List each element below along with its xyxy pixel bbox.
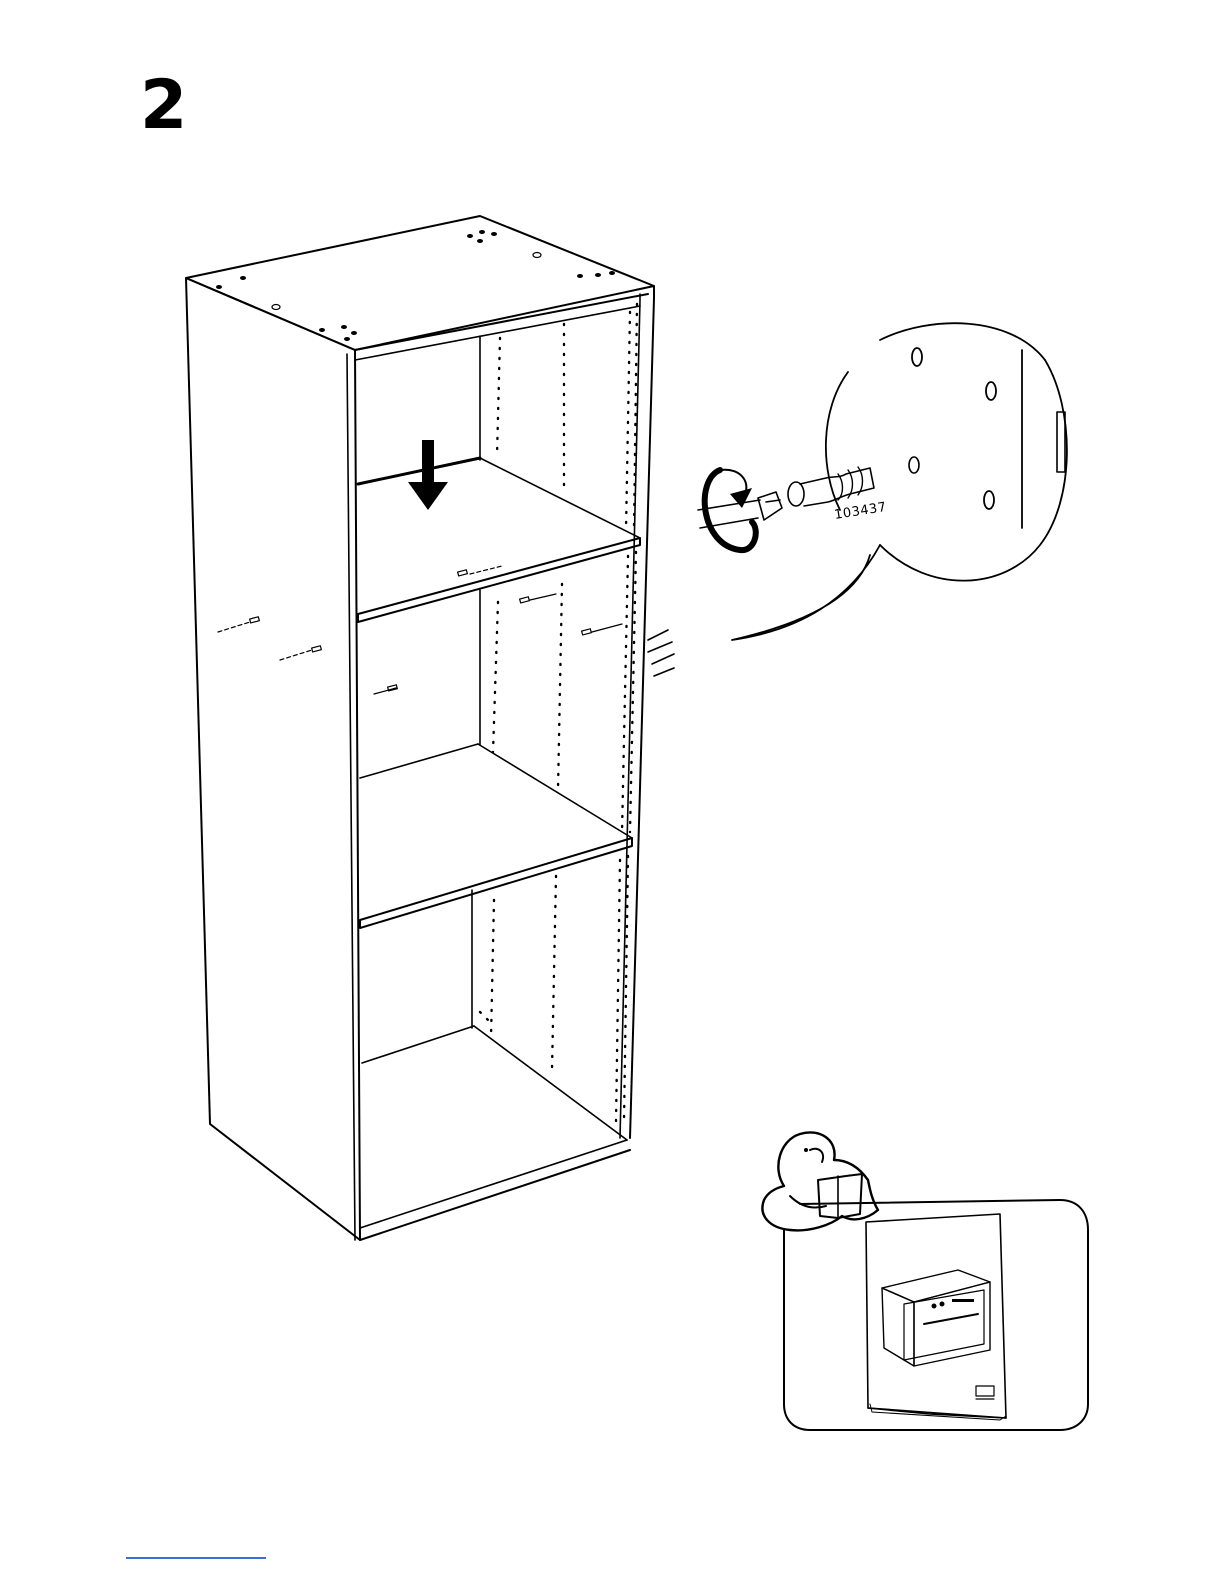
- footer-line: [126, 1557, 266, 1559]
- ikea-manual-reader-icon: [762, 1132, 878, 1230]
- ikea-manual-reference: [762, 1132, 1088, 1430]
- cabinet-frame-illustration: [186, 216, 674, 1240]
- down-arrow-icon: [408, 440, 448, 510]
- detail-callout: [732, 323, 1067, 640]
- part-number-label: 103437: [833, 500, 887, 523]
- oven-manual-icon: [866, 1214, 1006, 1420]
- rotate-clockwise-icon: [705, 470, 756, 550]
